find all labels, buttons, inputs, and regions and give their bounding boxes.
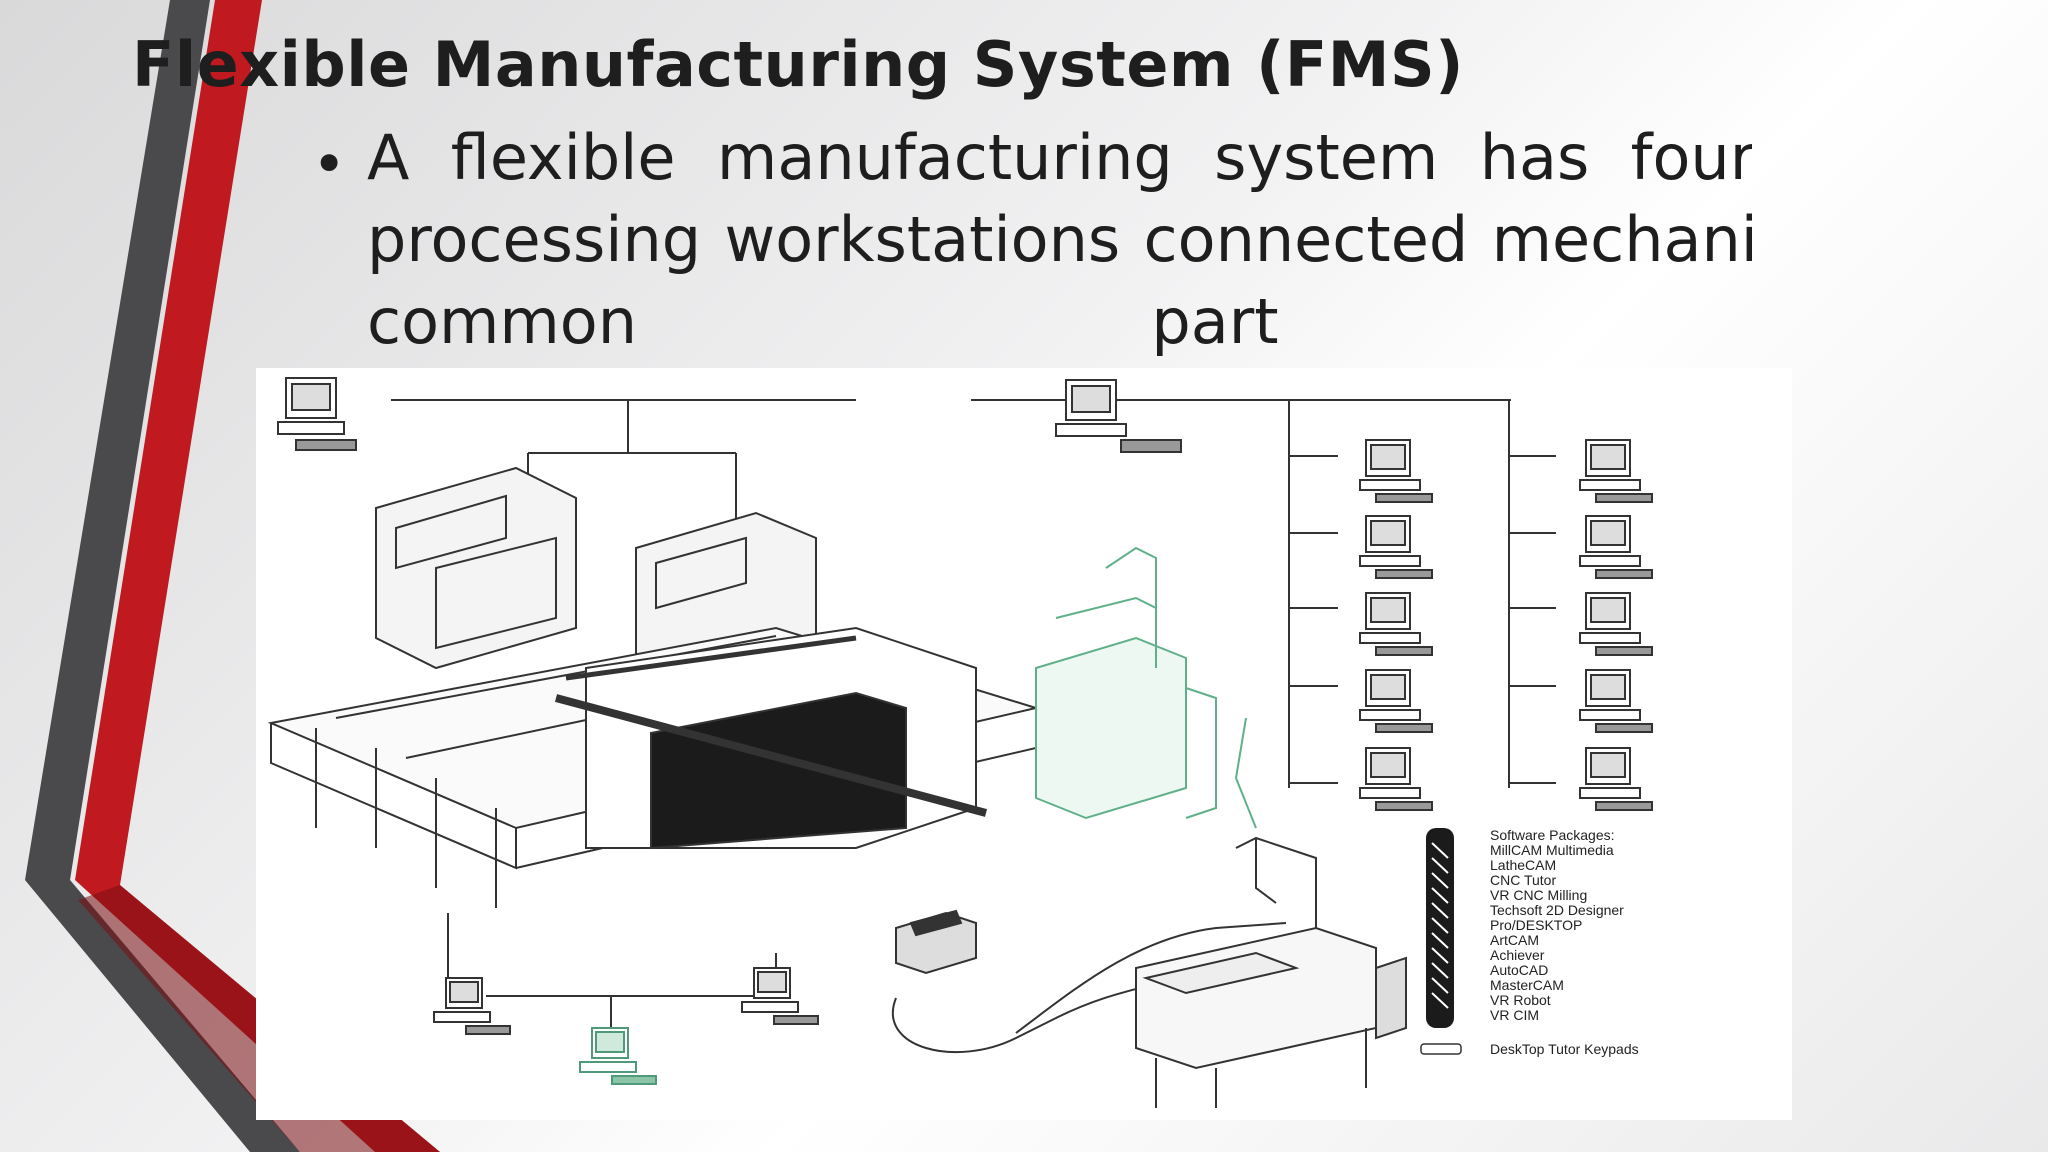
bullet-text: A flexible manufacturing system has four…	[367, 121, 1752, 358]
fms-diagram-drawing: Software Packages: MillCAM Multimedia La…	[267, 377, 1653, 1108]
legend-item: LatheCAM	[1490, 857, 1556, 873]
legend-item: ArtCAM	[1490, 932, 1539, 948]
legend-title: Software Packages:	[1490, 827, 1615, 843]
computer-icon	[277, 377, 357, 451]
legend-item: MasterCAM	[1490, 977, 1564, 993]
computer-icon	[579, 1027, 657, 1085]
computer-icon	[1359, 669, 1433, 733]
machining-cells	[267, 466, 1040, 908]
legend-item: Techsoft 2D Designer	[1490, 902, 1624, 918]
cnc-router	[895, 836, 1407, 1108]
legend-item: MillCAM Multimedia	[1490, 842, 1614, 858]
accent-red-band	[75, 0, 440, 1152]
keypad-strip-marks	[1431, 842, 1449, 1009]
robot-arm	[1035, 546, 1257, 829]
legend-item: Pro/DESKTOP	[1490, 917, 1582, 933]
computer-icons	[277, 377, 1653, 1085]
keypad-icon	[1420, 1043, 1462, 1055]
slide-title: Flexible Manufacturing System (FMS)	[132, 28, 1464, 101]
computer-icon	[1579, 747, 1653, 811]
legend-item: VR Robot	[1490, 992, 1551, 1008]
keypads-label: DeskTop Tutor Keypads	[1490, 1041, 1639, 1057]
bullet-marker: •	[312, 130, 347, 198]
computer-icon	[1359, 747, 1433, 811]
computer-icon	[1579, 515, 1653, 579]
computer-icon	[1055, 379, 1182, 453]
fms-diagram: Software Packages: MillCAM Multimedia La…	[256, 368, 1792, 1120]
computer-icon	[1359, 592, 1433, 656]
computer-icon	[741, 967, 819, 1025]
computer-icon	[1359, 515, 1433, 579]
computer-icon	[1579, 669, 1653, 733]
computer-icon	[433, 977, 511, 1035]
legend-item: VR CNC Milling	[1490, 887, 1587, 903]
legend-item: AutoCAD	[1490, 962, 1548, 978]
computer-icon	[1579, 439, 1653, 503]
legend-item: CNC Tutor	[1490, 872, 1556, 888]
keypad-strip	[1426, 828, 1454, 1028]
computer-icon	[1359, 439, 1433, 503]
computer-icon	[1579, 592, 1653, 656]
legend-item: Achiever	[1490, 947, 1545, 963]
legend-item: VR CIM	[1490, 1007, 1539, 1023]
bullet-list: • A flexible manufacturing system has fo…	[312, 115, 1752, 365]
accent-gray-band	[25, 0, 300, 1152]
